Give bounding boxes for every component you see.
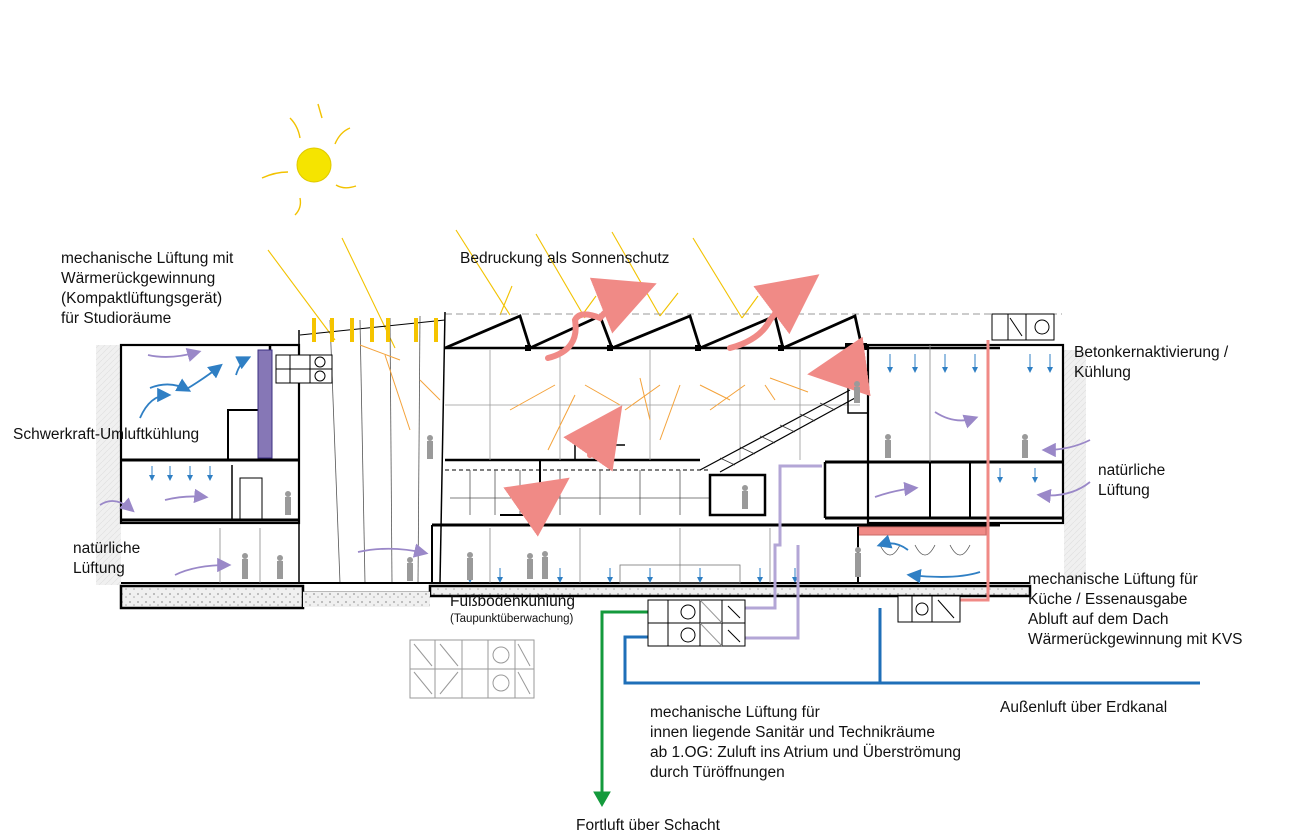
people-figures [242,381,1028,581]
label-natural-ventilation-right: natürliche Lüftung [1098,462,1166,499]
label-mech-studio: mechanische Lüftung mit Wärmerückgewinnu… [61,250,234,327]
building-structure [96,311,1086,610]
label-dew-point: (Taupunktüberwachung) [450,613,574,625]
ventilation-unit-icon [647,599,746,647]
solar-fins [312,318,438,342]
label-floor-cooling: Fußbodenkühlung [450,593,575,610]
ventilation-unit-icon [275,354,333,384]
label-natural-ventilation-left: natürliche Lüftung [73,540,141,577]
sun-icon [261,103,357,216]
label-concrete-core: Betonkernaktivierung / Kühlung [1074,344,1229,381]
interior-light-rays [359,344,809,451]
label-mech-kitchen: mechanische Lüftung für Küche / Essenaus… [1028,571,1243,648]
warm-air-arrows [503,274,871,537]
label-gravity-cooling: Schwerkraft-Umluftkühlung [13,426,200,443]
ventilation-unit-icon [991,313,1055,341]
label-print-shading: Bedruckung als Sonnenschutz [460,250,670,267]
natural-air-arrows [99,348,1091,576]
label-outside-air: Außenluft über Erdkanal [1000,699,1168,716]
ventilation-ducts [593,340,1200,808]
cool-air-arrows [139,356,981,584]
ventilation-unit-legend-icon [409,639,535,699]
label-exhaust-shaft: Fortluft über Schacht [576,817,720,834]
label-mech-sanitary: mechanische Lüftung für innen liegende S… [650,704,961,781]
ventilation-unit-icon [897,595,961,623]
